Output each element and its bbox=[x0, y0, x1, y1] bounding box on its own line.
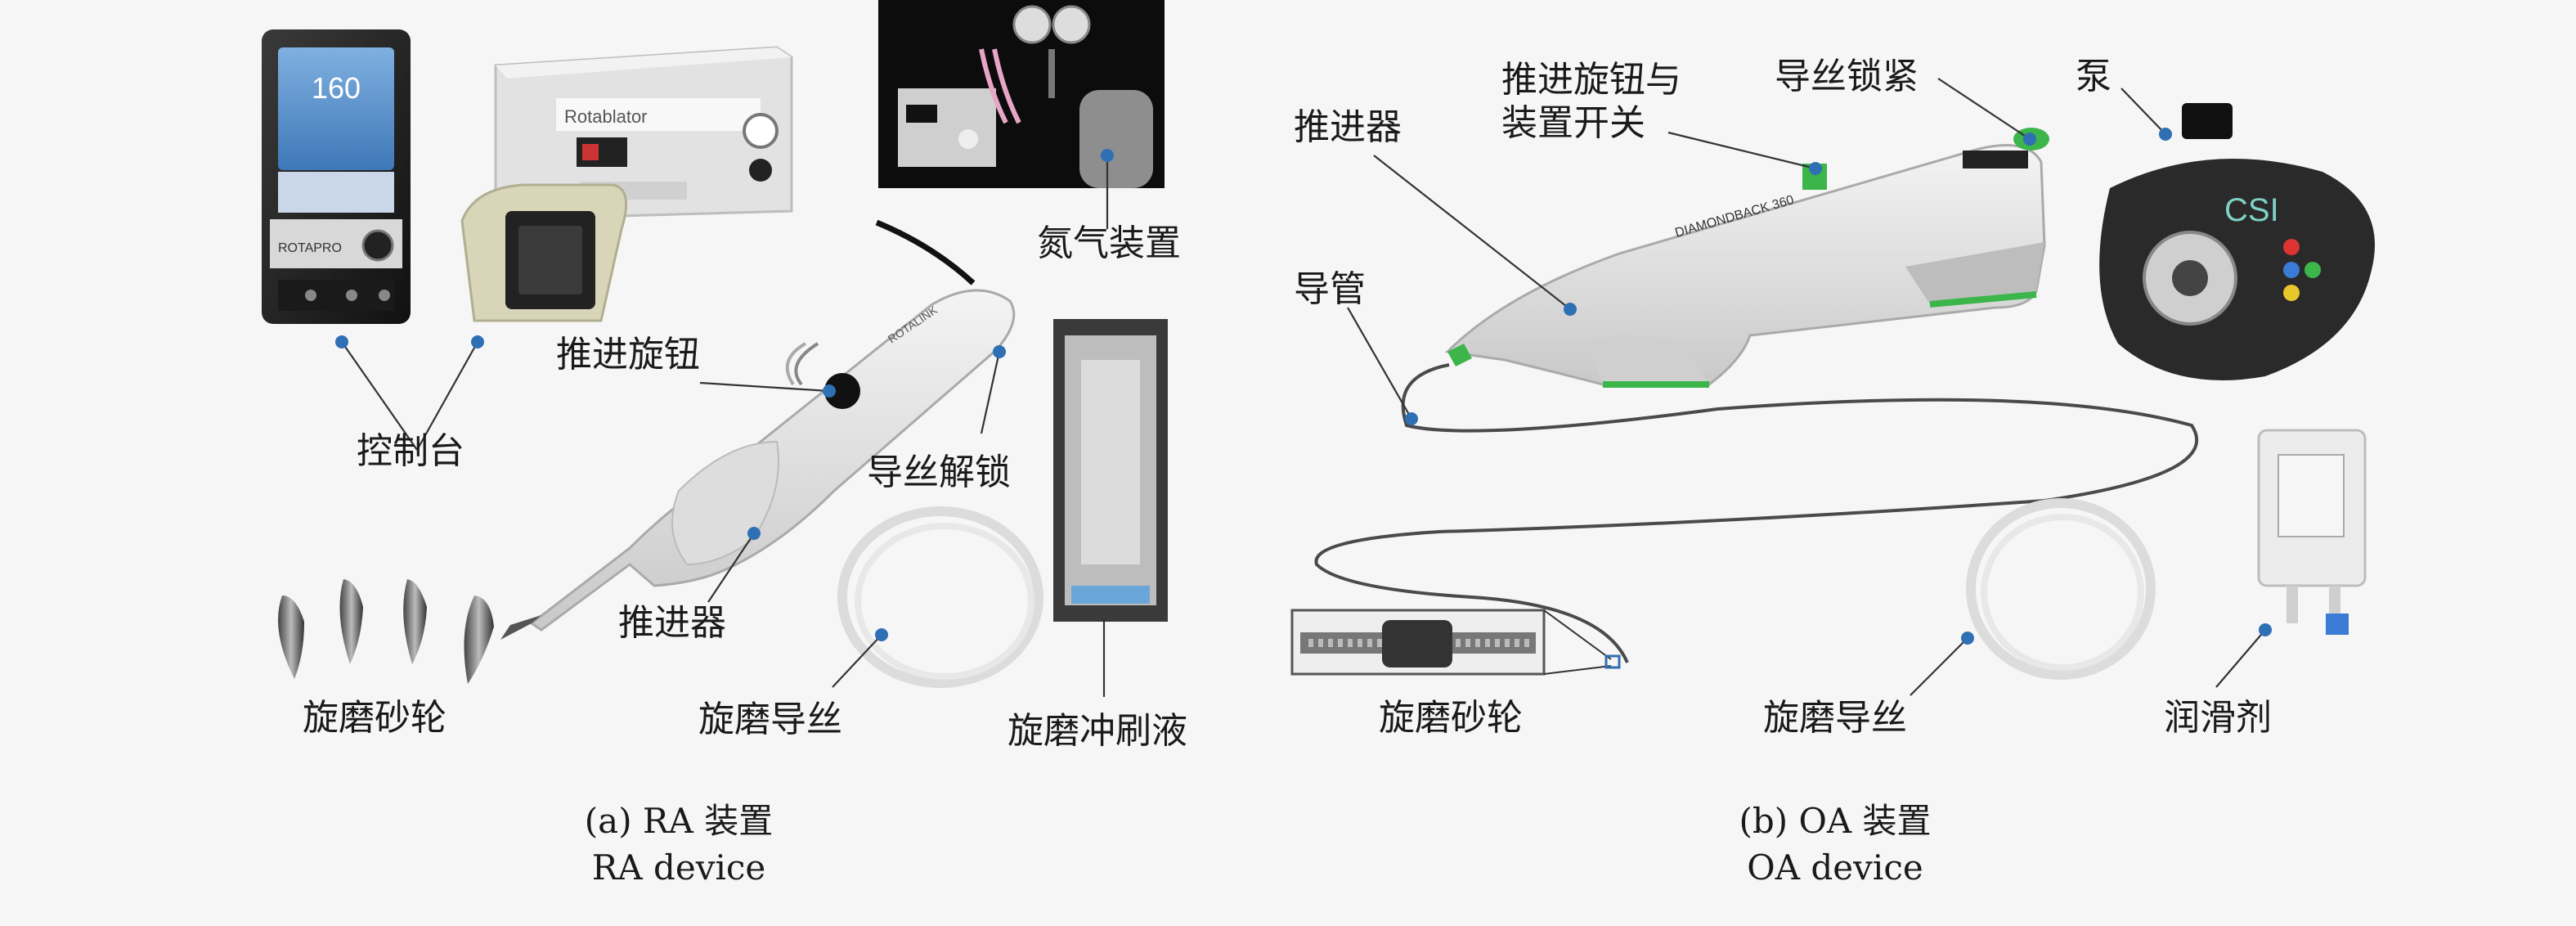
label-oa-crown: 旋磨砂轮 bbox=[1379, 697, 1523, 739]
ra-console-box-image: Rotablator bbox=[494, 46, 793, 221]
console-brand: ROTAPRO bbox=[278, 241, 342, 255]
label-flush-solution: 旋磨冲刷液 bbox=[1008, 710, 1187, 752]
caption-panel-a-cn: (a) RA 装置 bbox=[584, 801, 774, 841]
oa-guidewire-coil-image bbox=[1966, 498, 2156, 680]
label-ra-guidewire: 旋磨导丝 bbox=[698, 699, 842, 740]
pressure-gauge-icon bbox=[743, 113, 779, 149]
caption-panel-b-en: OA device bbox=[1747, 847, 1923, 888]
label-ra-advancer: 推进器 bbox=[618, 602, 726, 644]
oa-handle-image: DIAMONDBACK 360 bbox=[1444, 128, 2049, 388]
ra-guidewire-coil-image bbox=[837, 506, 1043, 688]
label-catheter: 导管 bbox=[1294, 268, 1366, 310]
label-guidewire-lock: 导丝锁紧 bbox=[1775, 56, 1919, 97]
ra-burrs-image bbox=[278, 579, 494, 684]
panel-b: DIAMONDBACK 360 CSI bbox=[1290, 78, 2375, 696]
console-knob-icon bbox=[361, 229, 394, 262]
caption-panel-b-cn: (b) OA 装置 bbox=[1739, 801, 1932, 841]
label-lubricant: 润滑剂 bbox=[2164, 697, 2272, 739]
label-knob-switch: 推进旋钮与 装置开关 bbox=[1501, 59, 1681, 146]
caption-panel-a: (a) RA 装置 RA device bbox=[540, 798, 818, 891]
console-screen-readout: 160 bbox=[312, 71, 361, 105]
oa-leader-lines bbox=[1347, 78, 2272, 696]
caption-panel-a-en: RA device bbox=[591, 847, 766, 888]
ra-console-image: 160 ROTAPRO bbox=[262, 29, 411, 324]
label-console: 控制台 bbox=[357, 430, 464, 472]
label-advance-knob: 推进旋钮 bbox=[556, 334, 700, 375]
oa-lubricant-bag-image bbox=[2257, 429, 2367, 635]
label-ra-burr: 旋磨砂轮 bbox=[303, 697, 447, 739]
advance-knob-icon bbox=[824, 373, 860, 409]
nitrogen-unit-photo bbox=[878, 0, 1165, 188]
foot-pedal-image bbox=[460, 183, 628, 322]
label-nitrogen-unit: 氮气装置 bbox=[1037, 223, 1181, 264]
label-pump: 泵 bbox=[2076, 56, 2112, 97]
label-oa-advancer: 推进器 bbox=[1294, 106, 1402, 148]
caption-panel-b: (b) OA 装置 OA device bbox=[1696, 798, 1974, 891]
pump-brand: CSI bbox=[2224, 192, 2279, 228]
label-knob-switch-line1: 推进旋钮与 bbox=[1501, 59, 1681, 101]
label-oa-guidewire: 旋磨导丝 bbox=[1763, 697, 1907, 739]
box-brand: Rotablator bbox=[564, 106, 648, 127]
flush-solution-photo bbox=[1053, 319, 1168, 622]
label-guidewire-unlock: 导丝解锁 bbox=[867, 452, 1011, 493]
label-knob-switch-line2: 装置开关 bbox=[1501, 101, 1645, 144]
oa-pump-image: CSI bbox=[2099, 103, 2375, 380]
oa-crown-magnified-image bbox=[1290, 609, 1621, 676]
ra-leader-lines bbox=[335, 149, 1114, 697]
panel-a: 160 ROTAPRO Rotablator bbox=[262, 0, 1168, 697]
